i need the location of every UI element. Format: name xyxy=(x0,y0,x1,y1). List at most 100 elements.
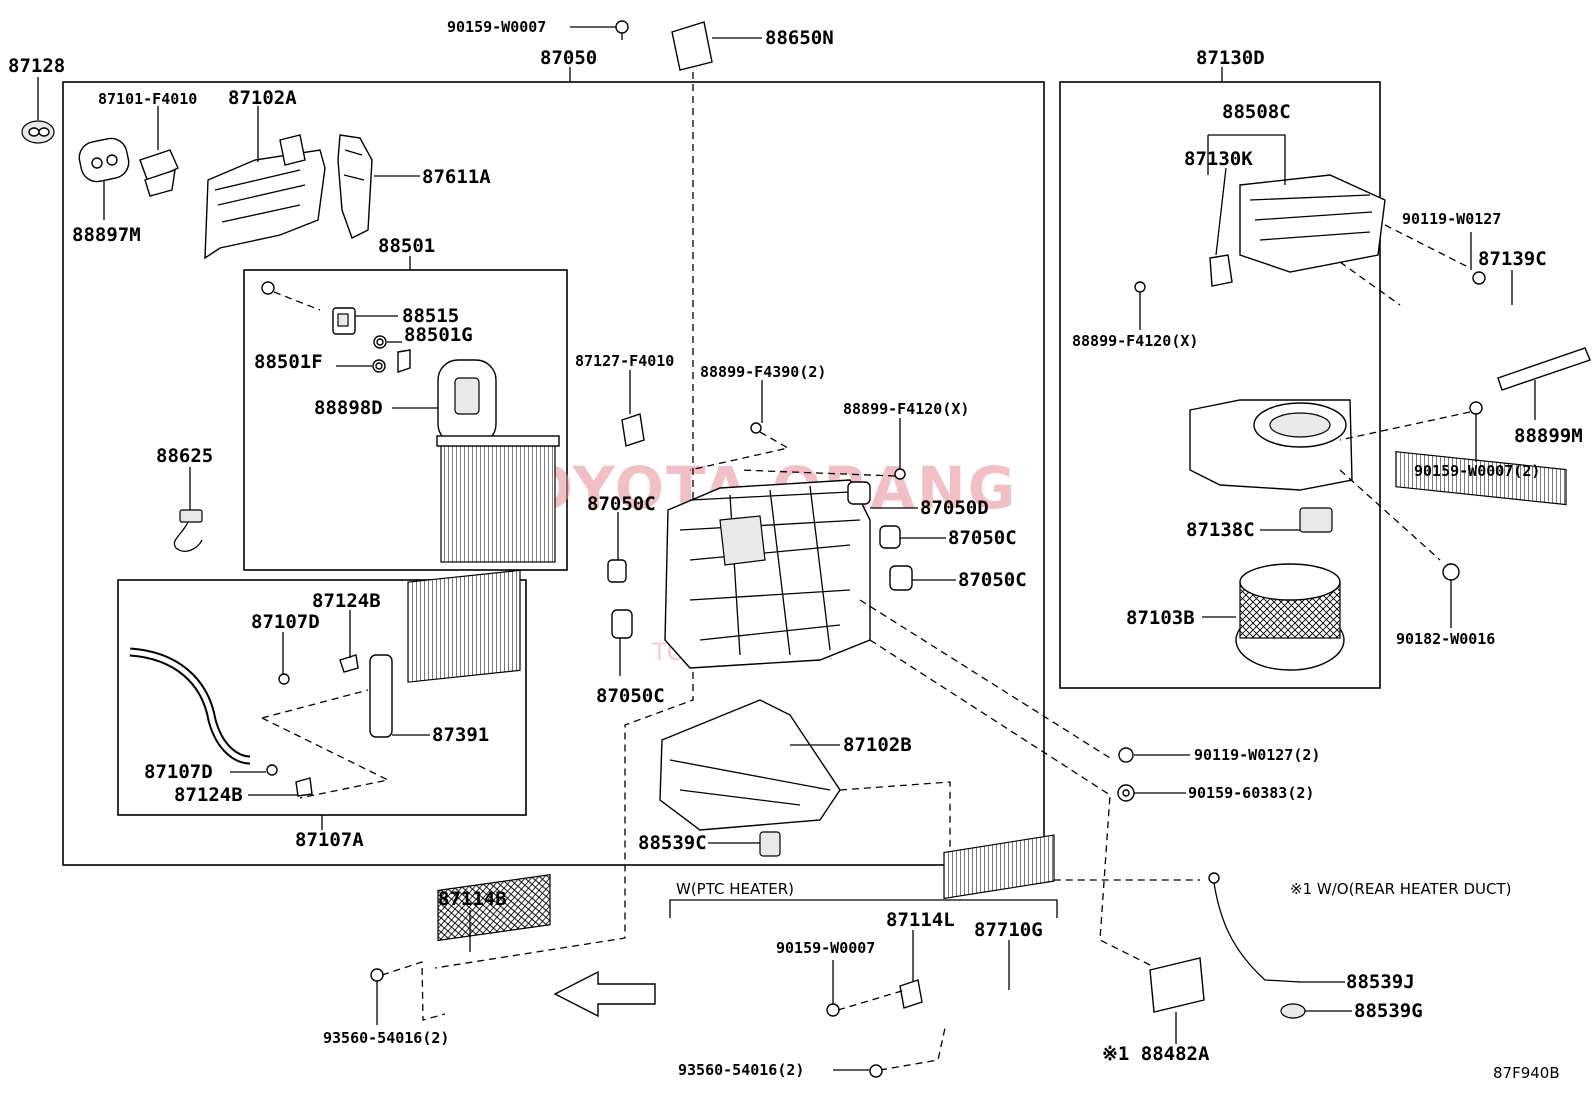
label-87101-F4010[interactable]: 87101-F4010 xyxy=(98,90,197,108)
label-87050C-1[interactable]: 87050C xyxy=(587,493,656,515)
label-87391[interactable]: 87391 xyxy=(432,724,489,746)
drain-88539C[interactable] xyxy=(759,831,781,857)
pad-88898D[interactable] xyxy=(437,359,497,445)
label-87107D-bot[interactable]: 87107D xyxy=(144,761,213,783)
label-87138C[interactable]: 87138C xyxy=(1186,519,1255,541)
clamp-87124B-top[interactable] xyxy=(339,654,359,673)
clip-87101-F4010[interactable] xyxy=(139,149,179,197)
screw-88899-F4120-mid[interactable] xyxy=(739,468,906,480)
label-88899-F4120-mid[interactable]: 88899-F4120(X) xyxy=(843,400,969,418)
evaporator-core[interactable] xyxy=(436,435,560,563)
label-88899-F4120-right[interactable]: 88899-F4120(X) xyxy=(1072,332,1198,350)
label-87050C-2[interactable]: 87050C xyxy=(948,527,1017,549)
thermistor-88625[interactable] xyxy=(173,509,203,552)
label-87103B[interactable]: 87103B xyxy=(1126,607,1195,629)
duct-88482A[interactable] xyxy=(1149,957,1205,1013)
clip-87050C-2[interactable] xyxy=(879,525,901,549)
clip-87114L[interactable] xyxy=(899,979,923,1009)
case-87130K[interactable] xyxy=(1239,174,1386,273)
label-93560-54016-left[interactable]: 93560-54016(2) xyxy=(323,1029,449,1047)
label-88539C[interactable]: 88539C xyxy=(638,832,707,854)
label-93560-54016-bot[interactable]: 93560-54016(2) xyxy=(678,1061,804,1079)
label-88539G[interactable]: 88539G xyxy=(1354,1000,1423,1022)
screw-88899-F4120-right[interactable] xyxy=(1134,281,1146,293)
label-88899M[interactable]: 88899M xyxy=(1514,425,1583,447)
o-ring-88501F[interactable] xyxy=(372,359,386,373)
label-88482A[interactable]: ※1 88482A xyxy=(1102,1043,1210,1065)
label-88508C[interactable]: 88508C xyxy=(1222,101,1291,123)
bolt-93560-54016-left[interactable] xyxy=(370,968,384,982)
bolt-evaporator[interactable] xyxy=(261,281,321,311)
filter-87139C[interactable] xyxy=(1395,451,1567,506)
label-87128[interactable]: 87128 xyxy=(8,55,65,77)
label-87107D-top[interactable]: 87107D xyxy=(251,611,320,633)
label-87710G[interactable]: 87710G xyxy=(974,919,1043,941)
label-87102A[interactable]: 87102A xyxy=(228,87,297,109)
label-90119-W0127-2[interactable]: 90119-W0127(2) xyxy=(1194,746,1320,764)
label-87102B[interactable]: 87102B xyxy=(843,734,912,756)
label-90159-W0007-bot[interactable]: 90159-W0007 xyxy=(776,939,875,957)
label-87050C-3[interactable]: 87050C xyxy=(958,569,1027,591)
grommet-87128[interactable] xyxy=(21,120,55,144)
label-87124B-top[interactable]: 87124B xyxy=(312,590,381,612)
o-ring-87107D-top[interactable] xyxy=(278,673,290,685)
duct-87611A[interactable] xyxy=(337,134,373,239)
bolt-90159-60383[interactable] xyxy=(1117,784,1135,802)
label-87611A[interactable]: 87611A xyxy=(422,166,491,188)
hvac-case-87050[interactable] xyxy=(664,479,871,669)
label-90119-W0127-top[interactable]: 90119-W0127 xyxy=(1402,210,1501,228)
label-87050D[interactable]: 87050D xyxy=(920,497,989,519)
label-87050[interactable]: 87050 xyxy=(540,47,597,69)
label-88515[interactable]: 88515 xyxy=(402,305,459,327)
bracket-88650N[interactable] xyxy=(671,21,713,71)
clip-87050D[interactable] xyxy=(847,481,871,505)
screw-88899-F4390[interactable] xyxy=(689,422,790,471)
label-87127-F4010[interactable]: 87127-F4010 xyxy=(575,352,674,370)
label-90159-60383[interactable]: 90159-60383(2) xyxy=(1188,784,1314,802)
label-88501G[interactable]: 88501G xyxy=(404,324,473,346)
blower-case-87130D[interactable] xyxy=(1189,399,1353,491)
blower-motor-87103B[interactable] xyxy=(1235,563,1345,671)
seal-88897M[interactable] xyxy=(76,135,131,184)
duct-87102B[interactable] xyxy=(659,699,841,831)
clip-87050C-3[interactable] xyxy=(889,565,913,591)
label-87050C-4[interactable]: 87050C xyxy=(596,685,665,707)
label-87124B-bot[interactable]: 87124B xyxy=(174,784,243,806)
label-87130D[interactable]: 87130D xyxy=(1196,47,1265,69)
label-87107A[interactable]: 87107A xyxy=(295,829,364,851)
label-88898D[interactable]: 88898D xyxy=(314,397,383,419)
label-88897M[interactable]: 88897M xyxy=(72,224,141,246)
bolt-90159-W0007-top[interactable] xyxy=(615,20,629,40)
bolt-90119-W0127-2[interactable] xyxy=(1118,747,1134,763)
pipe-87107A[interactable] xyxy=(129,637,251,765)
label-87139C[interactable]: 87139C xyxy=(1478,248,1547,270)
label-88501F[interactable]: 88501F xyxy=(254,351,323,373)
label-88625[interactable]: 88625 xyxy=(156,445,213,467)
label-87130K[interactable]: 87130K xyxy=(1184,148,1253,170)
clamp-87124B-bot[interactable] xyxy=(295,777,313,797)
duct-87102A[interactable] xyxy=(204,134,326,260)
expansion-valve-88515[interactable] xyxy=(332,307,356,335)
label-88650N[interactable]: 88650N xyxy=(765,27,834,49)
screen-87114B[interactable] xyxy=(437,874,551,942)
o-ring-88501G[interactable] xyxy=(373,335,387,349)
bolt-90119-W0127[interactable] xyxy=(1472,271,1486,285)
clip-87050C-4[interactable] xyxy=(611,609,633,639)
cover-88899M[interactable] xyxy=(1497,347,1591,391)
grommet-88539G[interactable] xyxy=(1280,1003,1306,1019)
bracket-87127-F4010[interactable] xyxy=(621,413,645,447)
bolt-90159-W0007-right[interactable] xyxy=(1469,401,1483,415)
clip-87050C-1[interactable] xyxy=(607,559,627,583)
bolt-90159-W0007-bot[interactable] xyxy=(826,1003,840,1017)
label-88899-F4390[interactable]: 88899-F4390(2) xyxy=(700,363,826,381)
servo-88508C[interactable] xyxy=(1209,254,1233,287)
label-90182-W0016[interactable]: 90182-W0016 xyxy=(1396,630,1495,648)
hose-88539J[interactable] xyxy=(1208,872,1301,983)
resistor-87138C[interactable] xyxy=(1299,507,1333,533)
label-90159-W0007-2[interactable]: 90159-W0007(2) xyxy=(1414,462,1540,480)
bolt-93560-54016-bot[interactable] xyxy=(869,1064,883,1078)
nut-90182-W0016[interactable] xyxy=(1442,563,1460,581)
label-87114B[interactable]: 87114B xyxy=(438,888,507,910)
ptc-heater-87710G[interactable] xyxy=(943,834,1055,900)
label-88501[interactable]: 88501 xyxy=(378,235,435,257)
